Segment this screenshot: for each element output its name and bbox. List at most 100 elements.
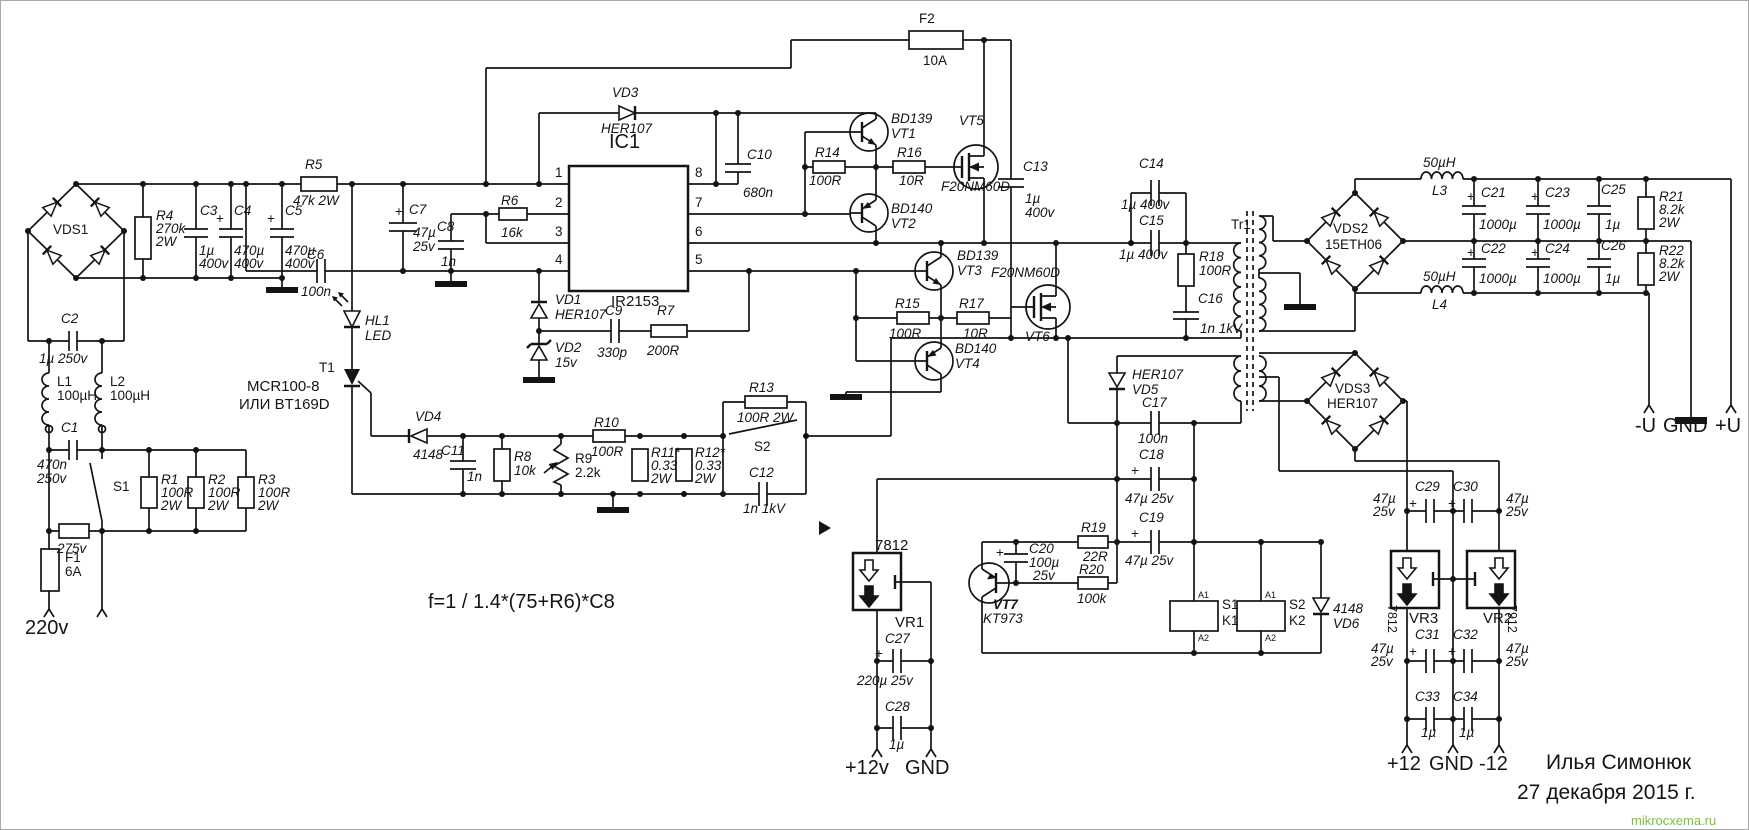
- junction-dot: [853, 268, 859, 274]
- junction-dot: [1183, 240, 1189, 246]
- arrow-vt4: [927, 350, 937, 357]
- bridge-vds2: [1305, 191, 1405, 291]
- ground-bar-3: [523, 377, 555, 383]
- junction-dot: [1304, 398, 1310, 404]
- vr2-arrow-in: [1488, 557, 1510, 581]
- junction-dot: [1304, 238, 1310, 244]
- resistor-r17: [956, 311, 990, 325]
- junction-dot: [73, 275, 79, 281]
- junction-dot: [483, 181, 489, 187]
- resistor-r18: [1177, 253, 1195, 287]
- junction-dot: [1191, 476, 1197, 482]
- zener-vd2: [529, 344, 549, 361]
- vr2-arrow-out: [1488, 583, 1510, 607]
- junction-dot: [735, 110, 741, 116]
- junction-dot: [1352, 190, 1358, 196]
- junction-dot: [981, 37, 987, 43]
- junction-dot: [803, 433, 809, 439]
- resistor-r7: [650, 324, 688, 338]
- junction-dot: [1053, 240, 1059, 246]
- junction-dot: [1535, 290, 1541, 296]
- junction-dot: [349, 181, 355, 187]
- bridge-vds3: [1305, 351, 1405, 451]
- switch-blades: [89, 293, 798, 522]
- ground-bar-4: [830, 394, 862, 400]
- junction-dot: [193, 275, 199, 281]
- component-bodies: [26, 30, 1655, 632]
- junction-dot: [802, 211, 808, 217]
- junction-dot: [279, 275, 285, 281]
- junction-dot: [1400, 398, 1406, 404]
- junction-dot: [499, 433, 505, 439]
- junction-dot: [1596, 290, 1602, 296]
- junction-dot: [1114, 539, 1120, 545]
- resistor-r19: [1077, 535, 1109, 549]
- junction-dot: [1450, 508, 1456, 514]
- junction-dot: [46, 528, 52, 534]
- filled-shapes: [266, 138, 1707, 580]
- junction-dot: [1404, 716, 1410, 722]
- junction-dot: [1053, 335, 1059, 341]
- ground-bar-6: [1284, 304, 1316, 310]
- junction-dot: [637, 433, 643, 439]
- arrow-led-1: [332, 296, 338, 302]
- junction-dot: [73, 181, 79, 187]
- junction-dot: [1008, 335, 1014, 341]
- junction-dot: [853, 315, 859, 321]
- junction-dot: [1013, 539, 1019, 545]
- junction-dot: [1114, 476, 1120, 482]
- resistor-r4: [134, 216, 152, 260]
- ground-bar-2: [435, 281, 467, 287]
- regulator-symbols: [858, 557, 1510, 609]
- junction-dot: [1318, 539, 1324, 545]
- junction-dot: [146, 447, 152, 453]
- resistor-r15: [896, 311, 930, 325]
- diode-vd6: [1311, 597, 1331, 614]
- fuse-f2: [908, 30, 964, 50]
- junction-dot: [928, 725, 934, 731]
- vr3-body: [1389, 549, 1441, 610]
- junction-dot: [1352, 446, 1358, 452]
- junction-dot: [1352, 286, 1358, 292]
- resistor-r22: [1637, 252, 1655, 286]
- junction-dot: [400, 268, 406, 274]
- arrow-led-2: [338, 292, 344, 298]
- marker-pointer: [819, 521, 831, 535]
- wires-vcc: [245, 184, 892, 507]
- junction-dot: [46, 447, 52, 453]
- junction-dot: [121, 228, 127, 234]
- junction-dot: [99, 447, 105, 453]
- junction-dot: [99, 528, 105, 534]
- junction-dot: [536, 181, 542, 187]
- wires-hv: [1130, 178, 1732, 417]
- resistor-r8: [493, 448, 511, 482]
- junction-dot: [610, 491, 616, 497]
- junction-dot: [1471, 176, 1477, 182]
- junction-dot: [1065, 335, 1071, 341]
- vr3-arrow-in: [1396, 557, 1418, 581]
- junction-dot: [146, 528, 152, 534]
- junction-dot: [681, 491, 687, 497]
- junction-dot: [938, 315, 944, 321]
- ground-bar-1: [266, 287, 298, 293]
- junction-dot: [1013, 580, 1019, 586]
- junction-dot: [681, 433, 687, 439]
- junction-dot: [499, 491, 505, 497]
- junction-dot: [1183, 335, 1189, 341]
- resistor-r14: [812, 160, 846, 174]
- junction-dot: [193, 528, 199, 534]
- ic1-body: [567, 164, 690, 293]
- junction-dot: [1496, 508, 1502, 514]
- junction-dot: [228, 275, 234, 281]
- junction-dot: [1191, 650, 1197, 656]
- junction-dot: [1450, 658, 1456, 664]
- junction-dot: [873, 164, 879, 170]
- vr1-arrow-out: [858, 585, 880, 609]
- resistor-r21: [1637, 196, 1655, 230]
- ground-bar-7: [1675, 417, 1707, 424]
- junction-dot: [1400, 238, 1406, 244]
- choke-dot-l2: [97, 424, 107, 434]
- bridge-vds1: [26, 182, 126, 280]
